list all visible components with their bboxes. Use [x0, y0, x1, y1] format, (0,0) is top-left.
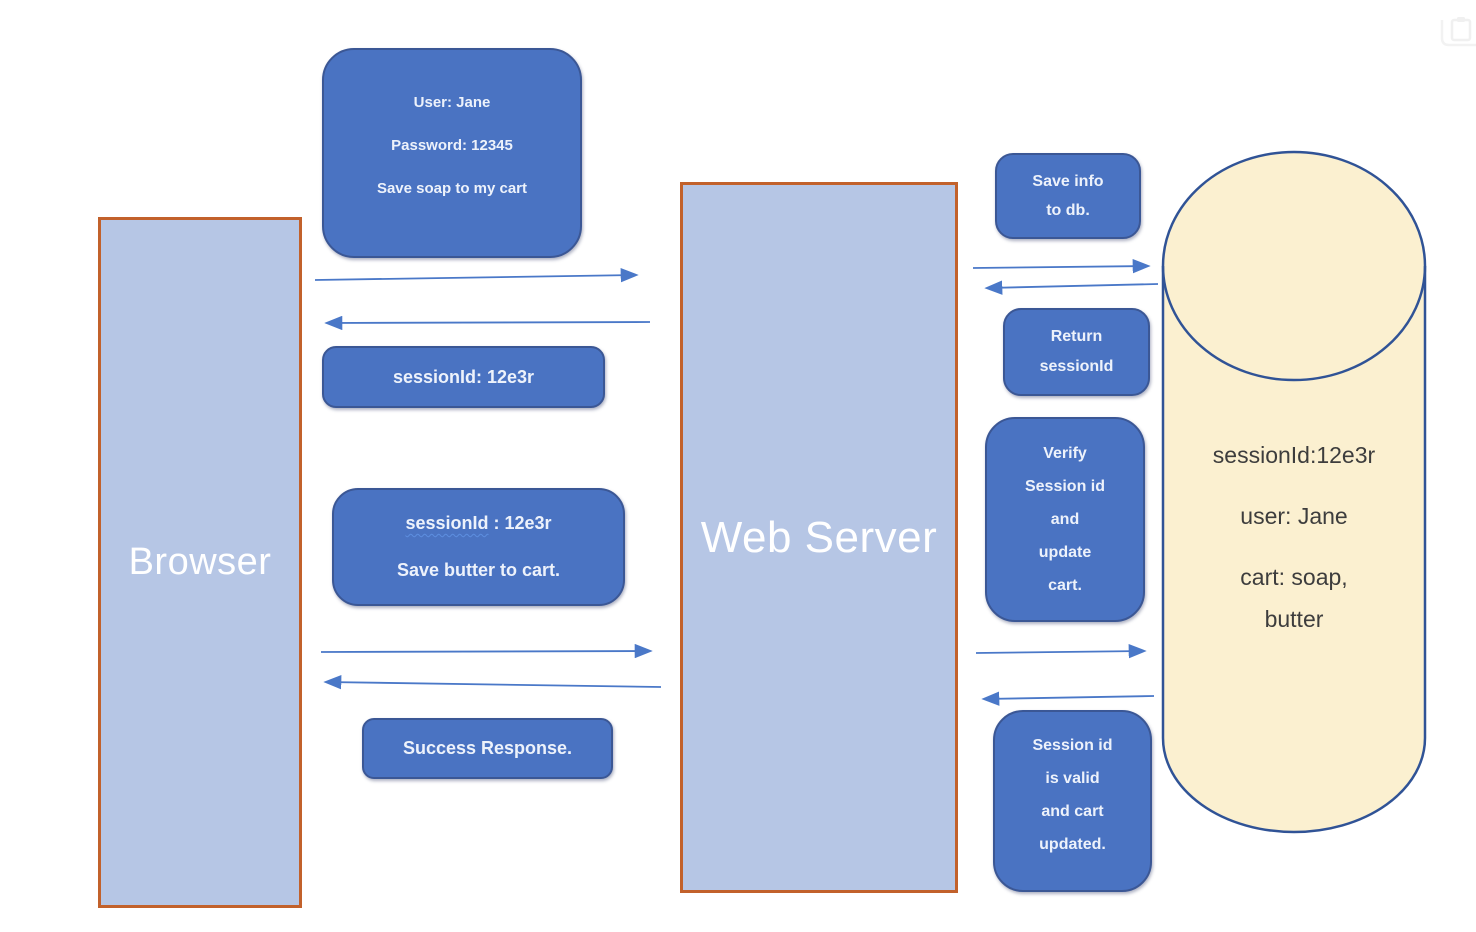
web-server-actor: Web Server — [680, 182, 958, 893]
arrow-db-to-server-1 — [984, 280, 1159, 295]
browser-actor: Browser — [98, 217, 302, 908]
arrow-server-to-db-1 — [972, 258, 1151, 274]
login-password-line: Password: 12345 — [391, 136, 513, 154]
verify-session-box: Verify Session id and update cart. — [985, 417, 1145, 622]
session-response-box: sessionId: 12e3r — [322, 346, 605, 408]
cylinder-top-ellipse — [1161, 265, 1427, 382]
return-session-box: Return sessionId — [1003, 308, 1150, 396]
session-valid-box: Session id is valid and cart updated. — [993, 710, 1152, 892]
db-user-line: user: Jane — [1240, 503, 1348, 529]
arrow-server-to-browser-2 — [323, 675, 662, 690]
arrow-server-to-db-2 — [975, 643, 1147, 659]
login-user-line: User: Jane — [413, 93, 491, 111]
arrow-db-to-server-2 — [981, 691, 1155, 706]
cart-save-line: Save butter to cart. — [396, 560, 561, 580]
web-server-label: Web Server — [700, 512, 938, 562]
login-request-box: User: Jane Password: 12345 Save soap to … — [322, 48, 582, 258]
database-record: sessionId:12e3r user: Jane cart: soap, b… — [1165, 433, 1423, 640]
success-response-box: Success Response. — [362, 718, 613, 779]
login-cart-line: Save soap to my cart — [376, 179, 528, 197]
arrow-server-to-browser-1 — [324, 315, 651, 331]
db-session-line: sessionId:12e3r — [1212, 442, 1376, 468]
cart-session-line: sessionId : 12e3r — [405, 513, 552, 533]
success-response-label: Success Response. — [402, 738, 573, 758]
browser-label: Browser — [128, 541, 272, 583]
clipboard-icon[interactable] — [1432, 12, 1476, 52]
save-info-box: Save info to db. — [995, 153, 1141, 239]
db-cart-line: cart: soap, butter — [1240, 564, 1348, 632]
arrow-browser-to-server-2 — [320, 643, 653, 659]
cart-request-box: sessionId : 12e3r Save butter to cart. — [332, 488, 625, 606]
session-response-label: sessionId: 12e3r — [392, 366, 535, 387]
arrow-browser-to-server-1 — [314, 268, 639, 283]
